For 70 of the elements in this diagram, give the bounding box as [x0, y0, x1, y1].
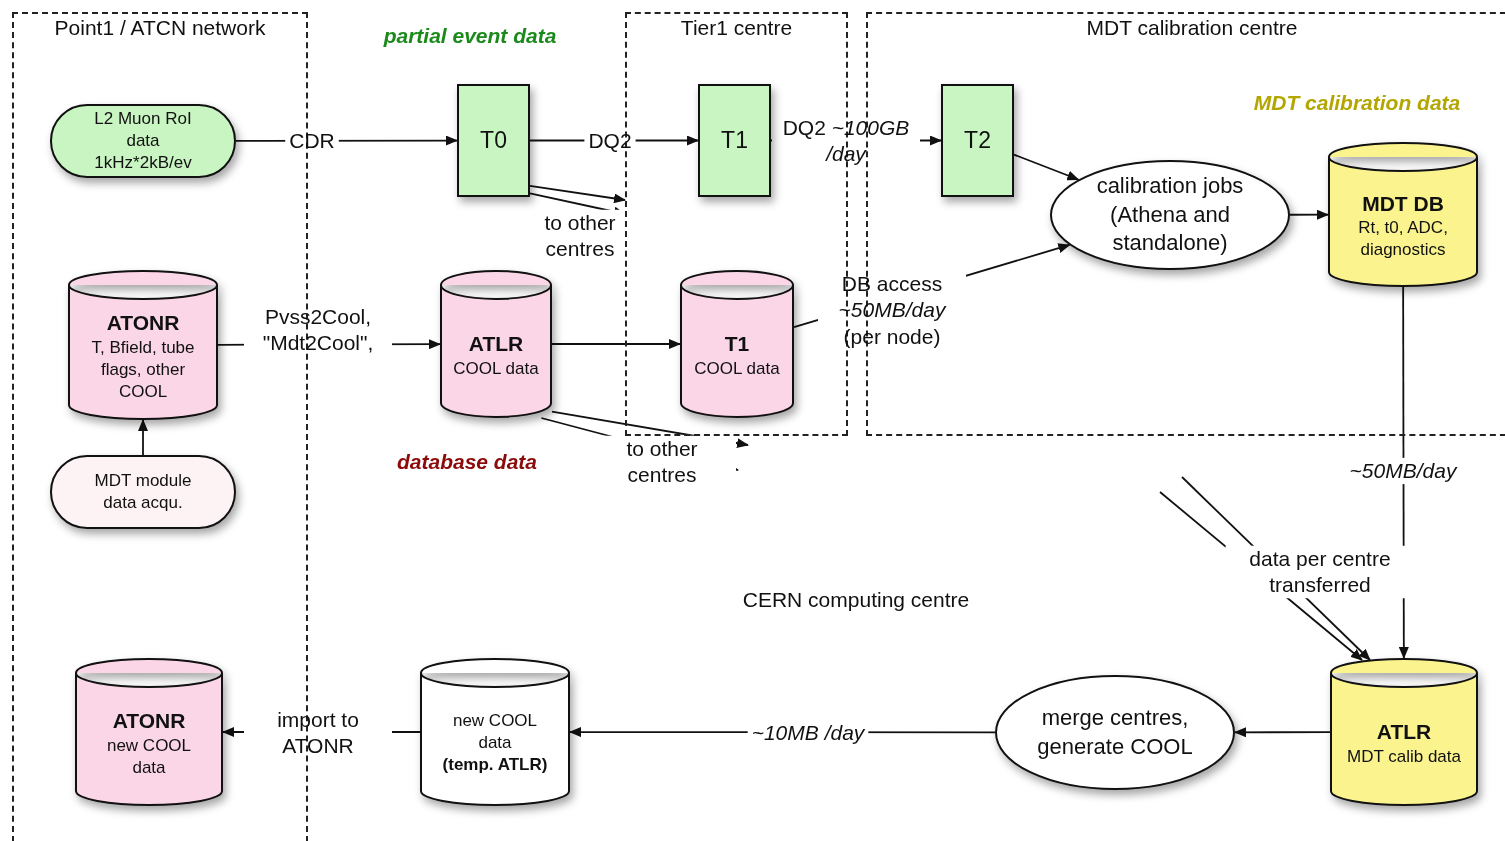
arrow: [793, 243, 1071, 328]
node-title: T1: [724, 331, 750, 358]
edge-label: ~50MB/day: [1348, 457, 1459, 484]
node-title: ATLR: [468, 331, 524, 358]
node-text: Rt, t0, ADC, diagnostics: [1357, 217, 1449, 262]
node-text: MDT module data acqu.: [93, 469, 193, 514]
edge-label: DQ2: [587, 127, 633, 154]
node-text: merge centres, generate COOL: [1036, 703, 1194, 761]
arrow: [529, 185, 626, 204]
arrow: [1398, 286, 1409, 659]
edge-label: DB access ~50MB/day (per node): [837, 270, 948, 350]
arrow: [1234, 727, 1331, 738]
node-text: (temp. ATLR): [442, 754, 548, 777]
node-text: COOL data: [453, 357, 539, 380]
edge-label: Pvss2Cool, "Mdt2Cool",: [261, 303, 375, 356]
node-title: ATLR: [1376, 719, 1432, 746]
rounded-box: [50, 455, 236, 529]
node-text: calibration jobs (Athena and standalone): [1095, 172, 1245, 258]
edge-label: data per centre transferred: [1248, 545, 1392, 598]
node-title: ATONR: [106, 310, 180, 337]
section-label: MDT calibration data: [1253, 91, 1461, 115]
edge-label: to other centres: [625, 435, 699, 488]
node-text: T0: [480, 125, 507, 155]
arrow: [1289, 209, 1329, 220]
node-text: L2 Muon RoI data 1kHz*2kB/ev: [93, 107, 193, 175]
arrow: [222, 727, 421, 737]
node-title: MDT DB: [1362, 190, 1444, 217]
region-title: Tier1 centre: [679, 16, 794, 40]
arrow: [551, 339, 681, 349]
area-label: CERN computing centre: [742, 588, 970, 612]
process-ellipse: [1050, 160, 1290, 270]
node-text: T1: [721, 125, 748, 155]
edge-label: CDR: [288, 127, 336, 154]
arrow: [235, 135, 458, 146]
database-cylinder: [75, 658, 223, 806]
section-label: partial event data: [383, 24, 557, 48]
arrow: [540, 417, 739, 472]
arrow: [138, 419, 148, 456]
database-cylinder: [680, 270, 794, 418]
node-text: new COOL data: [451, 709, 539, 754]
arrow: [1159, 491, 1363, 661]
database-cylinder: [1330, 658, 1478, 806]
region-title: MDT calibration centre: [1085, 16, 1299, 40]
arrow: [529, 135, 699, 146]
node-text: T2: [964, 125, 991, 155]
arrow: [569, 727, 996, 738]
region-title: Point1 / ATCN network: [53, 16, 267, 40]
node-text: COOL data: [694, 357, 780, 380]
database-cylinder: [1328, 142, 1478, 287]
arrow: [1013, 153, 1080, 181]
database-cylinder: [440, 270, 552, 418]
process-box: [941, 84, 1014, 197]
process-box: [698, 84, 771, 197]
edge-label: import to ATONR: [276, 706, 360, 759]
edge-label: DQ2 ~100GB /day: [781, 114, 911, 167]
node-text: T, Bfield, tube flags, other COOL: [90, 336, 196, 403]
database-cylinder: [68, 270, 218, 420]
database-cylinder: [420, 658, 570, 806]
arrow: [551, 410, 749, 449]
process-box: [457, 84, 530, 197]
node-title: ATONR: [112, 708, 186, 735]
section-label: database data: [396, 450, 538, 474]
arrow: [217, 339, 441, 350]
process-ellipse: [995, 675, 1235, 790]
edge-label: to other centres: [543, 209, 617, 262]
node-text: MDT calib data: [1347, 745, 1461, 768]
rounded-box: [50, 104, 236, 178]
node-text: new COOL data: [105, 734, 193, 779]
arrow: [1181, 476, 1371, 661]
edge-label: ~10MB /day: [750, 719, 866, 746]
